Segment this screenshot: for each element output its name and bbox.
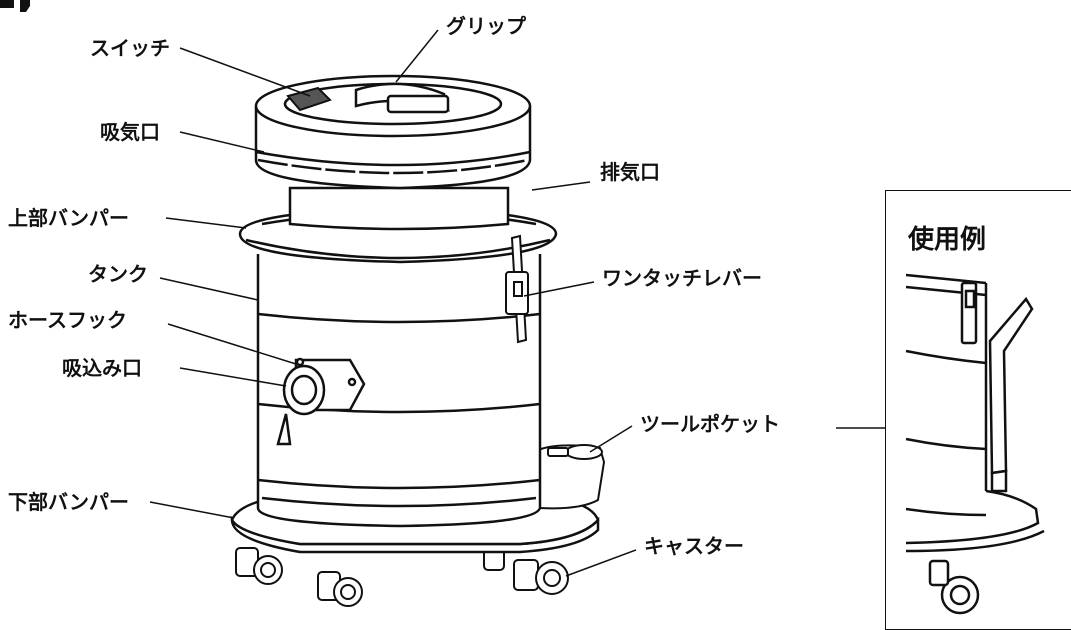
label-suction-port: 吸込み口 xyxy=(62,356,142,380)
label-intake: 吸気口 xyxy=(100,120,160,144)
label-upper-bumper: 上部バンパー xyxy=(8,206,129,230)
label-grip: グリップ xyxy=(446,14,526,38)
label-tank: タンク xyxy=(88,262,148,286)
grip-shape xyxy=(354,82,450,114)
label-one-touch-lever: ワンタッチレバー xyxy=(602,266,762,290)
label-hose-hook: ホースフック xyxy=(8,308,127,332)
leader-lines xyxy=(149,29,886,577)
one-touch-lever-shape xyxy=(505,234,529,344)
usage-example-inset: 使用例 xyxy=(885,190,1071,630)
vacuum-illustration xyxy=(0,0,886,607)
label-caster: キャスター xyxy=(644,534,744,558)
caster-wheels xyxy=(235,545,569,607)
label-lower-bumper: 下部バンパー xyxy=(8,490,129,514)
tool-pocket-shape xyxy=(536,444,606,510)
label-switch: スイッチ xyxy=(90,36,170,60)
suction-port-shape xyxy=(276,357,366,446)
switch-shape xyxy=(286,86,332,112)
usage-example-illustration xyxy=(905,273,1045,615)
top-title-fragment xyxy=(0,0,30,12)
usage-example-title: 使用例 xyxy=(908,225,987,255)
label-exhaust: 排気口 xyxy=(600,160,660,184)
neck-shape xyxy=(288,186,510,231)
tank-shape xyxy=(256,254,542,528)
label-tool-pocket: ツールポケット xyxy=(640,412,780,436)
